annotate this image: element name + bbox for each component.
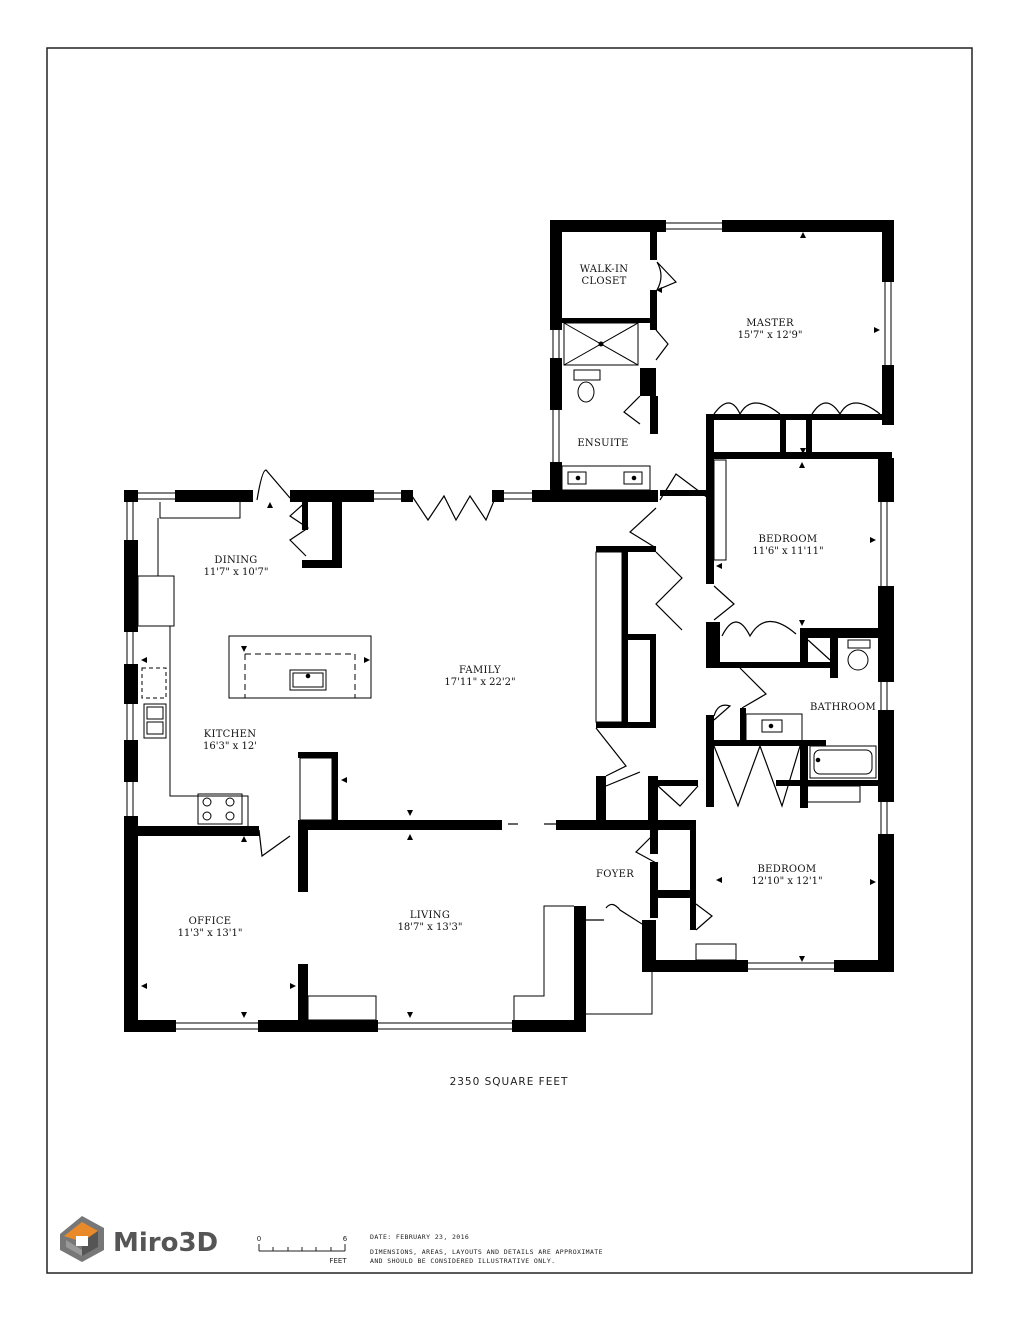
bathroom-label: BATHROOM: [810, 702, 876, 713]
family-label: FAMILY: [459, 665, 501, 676]
scale-bar: 0 6 FEET: [257, 1235, 348, 1265]
master-dims: 15'7" x 12'9": [738, 330, 803, 341]
scale-unit: FEET: [329, 1257, 347, 1265]
bedroom1-label: BEDROOM: [759, 534, 818, 545]
walkin-closet-label-2: CLOSET: [581, 276, 626, 287]
family-dims: 17'11" x 22'2": [444, 677, 515, 688]
dimension-ticks: [141, 232, 880, 1018]
dining-label: DINING: [214, 555, 257, 566]
disclaimer-block: DATE: FEBRUARY 23, 2016 DIMENSIONS, AREA…: [370, 1233, 603, 1265]
fixtures: [137, 322, 877, 1021]
doors: [256, 261, 881, 931]
office-dims: 11'3" x 13'1": [178, 928, 243, 939]
cube-logo-icon: [60, 1216, 104, 1262]
master-label: MASTER: [746, 318, 794, 329]
ensuite-label: ENSUITE: [577, 438, 628, 449]
living-dims: 18'7" x 13'3": [398, 922, 463, 933]
windows: [126, 222, 892, 1030]
total-area: 2350 SQUARE FEET: [450, 1076, 569, 1088]
kitchen-dims: 16'3" x 12': [203, 741, 257, 752]
bedroom2-label: BEDROOM: [758, 864, 817, 875]
page-frame: [46, 47, 973, 1274]
foyer-label: FOYER: [596, 869, 634, 880]
kitchen-label: KITCHEN: [204, 729, 257, 740]
living-label: LIVING: [410, 910, 450, 921]
disclaimer-line-1: DIMENSIONS, AREAS, LAYOUTS AND DETAILS A…: [370, 1248, 603, 1256]
plan-date: DATE: FEBRUARY 23, 2016: [370, 1233, 469, 1241]
bedroom1-dims: 11'6" x 11'11": [752, 546, 823, 557]
disclaimer-line-2: AND SHOULD BE CONSIDERED ILLUSTRATIVE ON…: [370, 1257, 555, 1265]
room-labels: WALK-IN CLOSET MASTER 15'7" x 12'9" ENSU…: [178, 264, 876, 939]
dining-dims: 11'7" x 10'7": [204, 567, 269, 578]
brand-logo: Miro3D: [60, 1216, 218, 1262]
brand-name: Miro3D: [113, 1228, 218, 1258]
walls: [124, 220, 894, 1032]
scale-end: 6: [343, 1235, 348, 1243]
bedroom2-dims: 12'10" x 12'1": [751, 876, 822, 887]
scale-start: 0: [257, 1235, 261, 1243]
office-label: OFFICE: [189, 916, 232, 927]
walkin-closet-label: WALK-IN: [580, 264, 629, 275]
